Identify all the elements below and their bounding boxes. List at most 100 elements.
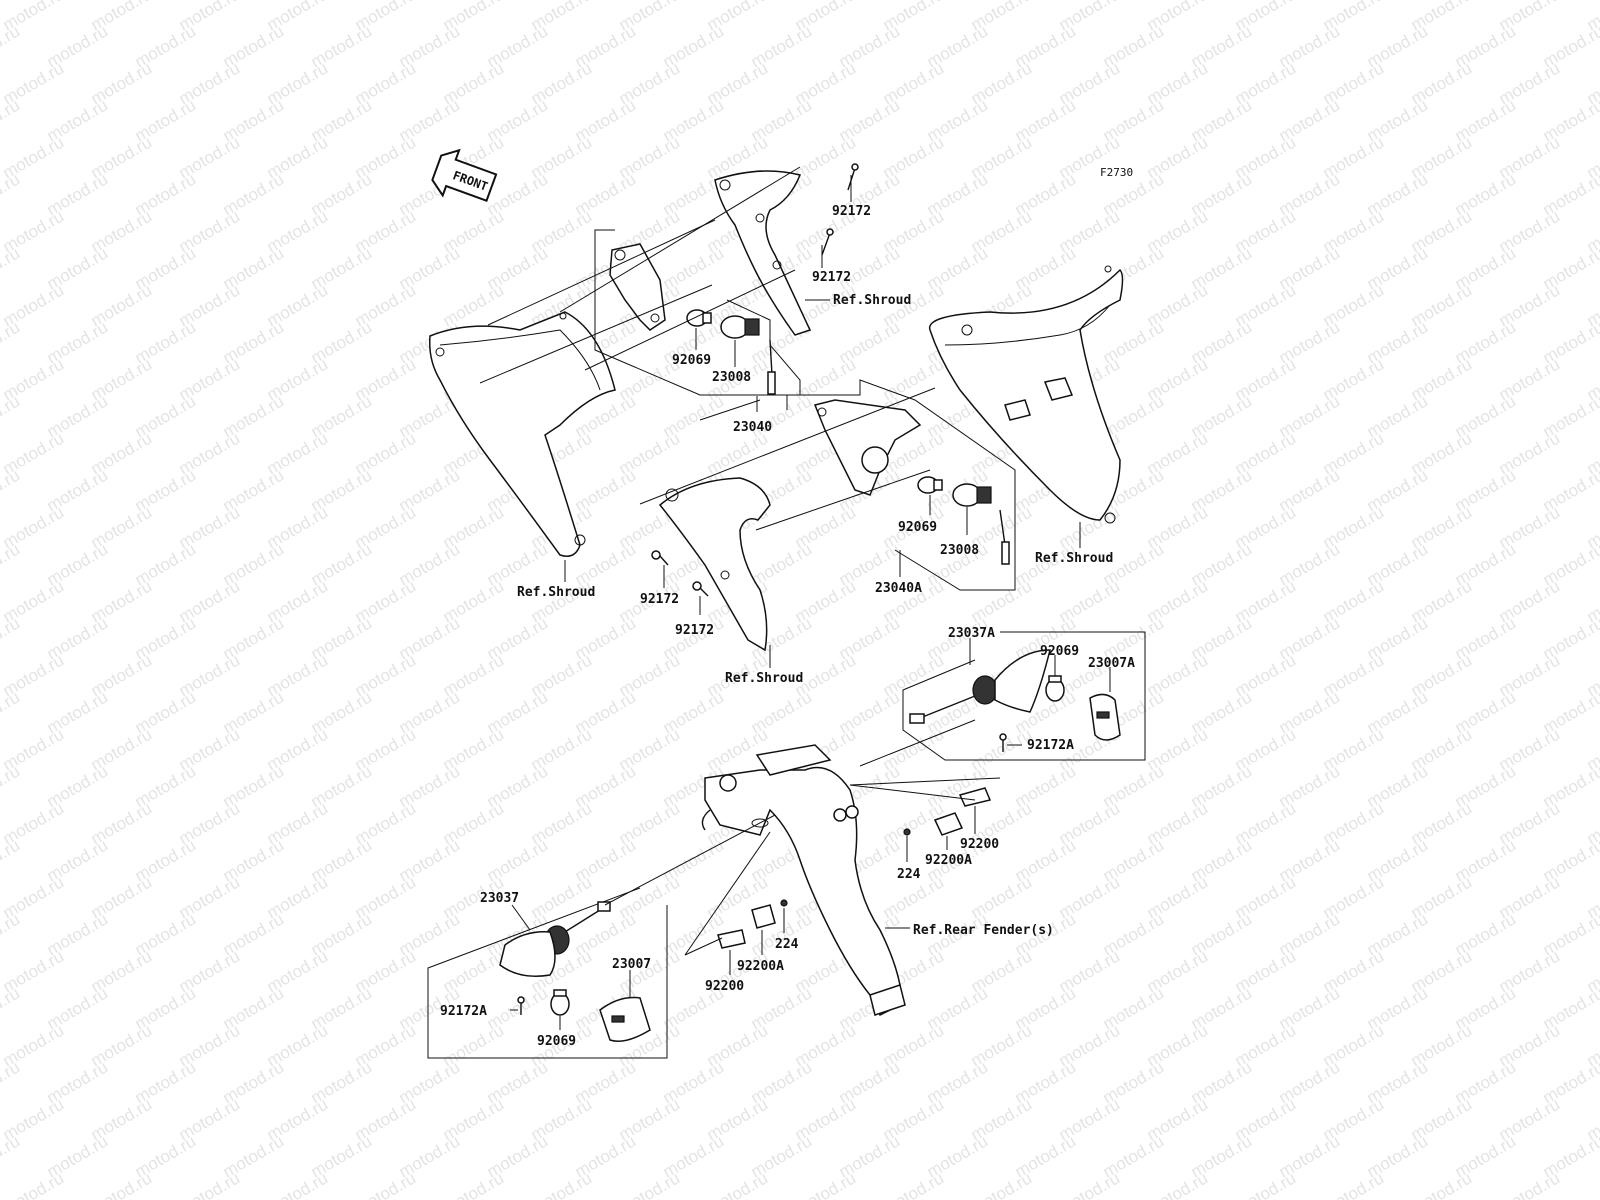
license-mount: [869, 984, 906, 1016]
shroud-hole: [435, 347, 445, 357]
leader-line: [684, 937, 723, 956]
plate-icon: [717, 929, 746, 949]
callout-23008: 23008: [940, 543, 979, 558]
front-arrow-icon: FRONT: [431, 148, 498, 203]
right-shroud-panel: [929, 268, 1124, 521]
fender-boss: [845, 805, 859, 819]
callout-224: 224: [897, 867, 921, 882]
rear-fender: [704, 766, 901, 1017]
callout-92172A: 92172A: [440, 1004, 487, 1019]
callout-23007: 23007: [612, 957, 651, 972]
callout-92172: 92172: [832, 204, 871, 219]
bracket-hole: [650, 313, 660, 323]
shroud-hole: [559, 312, 567, 320]
fender-bracket: [755, 744, 832, 776]
bulb-icon: [550, 989, 570, 1016]
inner-panel-middle: [658, 477, 771, 652]
panel-hole: [665, 488, 679, 502]
assembly-outline-23037A: [902, 631, 1146, 761]
leader-line: [487, 219, 716, 326]
screw-icon: [999, 733, 1007, 752]
bulb-icon: [686, 309, 712, 327]
callout-92200: 92200: [705, 979, 744, 994]
callout-92200A: 92200A: [737, 959, 784, 974]
callout-23040A: 23040A: [875, 581, 922, 596]
panel-hole: [755, 213, 765, 223]
shroud-hole: [961, 324, 973, 336]
callout-92172A: 92172A: [1027, 738, 1074, 753]
callout-92172: 92172: [640, 592, 679, 607]
leader-line: [479, 284, 713, 384]
fender-boss: [719, 774, 737, 792]
lens-icon: [599, 996, 651, 1042]
leader-line: [849, 784, 976, 801]
bolt-icon: [821, 228, 834, 256]
leader-line: [559, 166, 801, 313]
shroud-clip: [1043, 377, 1074, 401]
panel-hole: [772, 260, 782, 270]
left-shroud-panel: [428, 311, 616, 557]
assembly-outline-23040A: [786, 379, 1016, 591]
callout-92172: 92172: [675, 623, 714, 638]
bulb-icon: [917, 476, 943, 494]
plate-icon: [751, 904, 776, 929]
callout-224: 224: [775, 937, 799, 952]
bolt-icon: [847, 163, 859, 191]
callout-23007A: 23007A: [1088, 656, 1135, 671]
plate-icon: [933, 812, 964, 836]
callout-92069: 92069: [898, 520, 937, 535]
fender-slot: [751, 818, 769, 828]
callout-92069: 92069: [1040, 644, 1079, 659]
shroud-clip: [1004, 399, 1031, 421]
fender-hook: [701, 809, 711, 831]
panel-hole: [720, 570, 730, 580]
callout-92069: 92069: [672, 353, 711, 368]
callout-23037: 23037: [480, 891, 519, 906]
bracket-hole: [614, 249, 626, 261]
right-shroud-inner-line: [944, 304, 1111, 346]
leader-line: [849, 777, 1001, 786]
callout-ref-shroud: Ref.Shroud: [517, 585, 595, 600]
callout-ref-shroud: Ref.Shroud: [725, 671, 803, 686]
shroud-hole: [1104, 265, 1112, 273]
nut-icon: [903, 828, 911, 836]
assembly-outline-23037: [427, 887, 668, 1059]
screw-icon: [517, 996, 525, 1015]
leader-line: [684, 831, 771, 956]
leader-line: [639, 387, 936, 505]
leader-line: [584, 269, 796, 371]
shroud-hole: [1104, 512, 1116, 524]
turn-signal-housing-left: [499, 901, 611, 977]
leader-line: [699, 399, 761, 421]
callout-92200A: 92200A: [925, 853, 972, 868]
bracket-socket: [861, 446, 889, 474]
callout-92172: 92172: [812, 270, 851, 285]
leader-line: [755, 469, 931, 531]
left-shroud-inner-line: [439, 329, 601, 391]
bulb-icon: [1045, 675, 1065, 702]
socket-icon: [720, 315, 776, 395]
callout-ref-rear-fender: Ref.Rear Fender(s): [913, 923, 1054, 938]
fender-boss: [833, 808, 847, 822]
callout-ref-shroud: Ref.Shroud: [833, 293, 911, 308]
signal-bracket-upper: [609, 243, 666, 331]
leader-line: [604, 814, 776, 906]
callout-23037A: 23037A: [948, 626, 995, 641]
inner-panel-upper: [714, 170, 812, 336]
turn-signal-housing-right: [909, 649, 1051, 724]
callout-ref-shroud: Ref.Shroud: [1035, 551, 1113, 566]
bolt-icon: [651, 550, 669, 566]
bolt-icon: [692, 581, 709, 597]
callout-23008: 23008: [712, 370, 751, 385]
leader-line: [859, 719, 976, 767]
callout-leader: [511, 904, 531, 931]
callout-92200: 92200: [960, 837, 999, 852]
callout-23040: 23040: [733, 420, 772, 435]
socket-icon: [952, 483, 1010, 565]
plate-icon: [958, 787, 992, 807]
shroud-hole: [574, 534, 586, 546]
lens-icon: [1089, 693, 1121, 741]
figure-id: F2730: [1100, 166, 1133, 179]
